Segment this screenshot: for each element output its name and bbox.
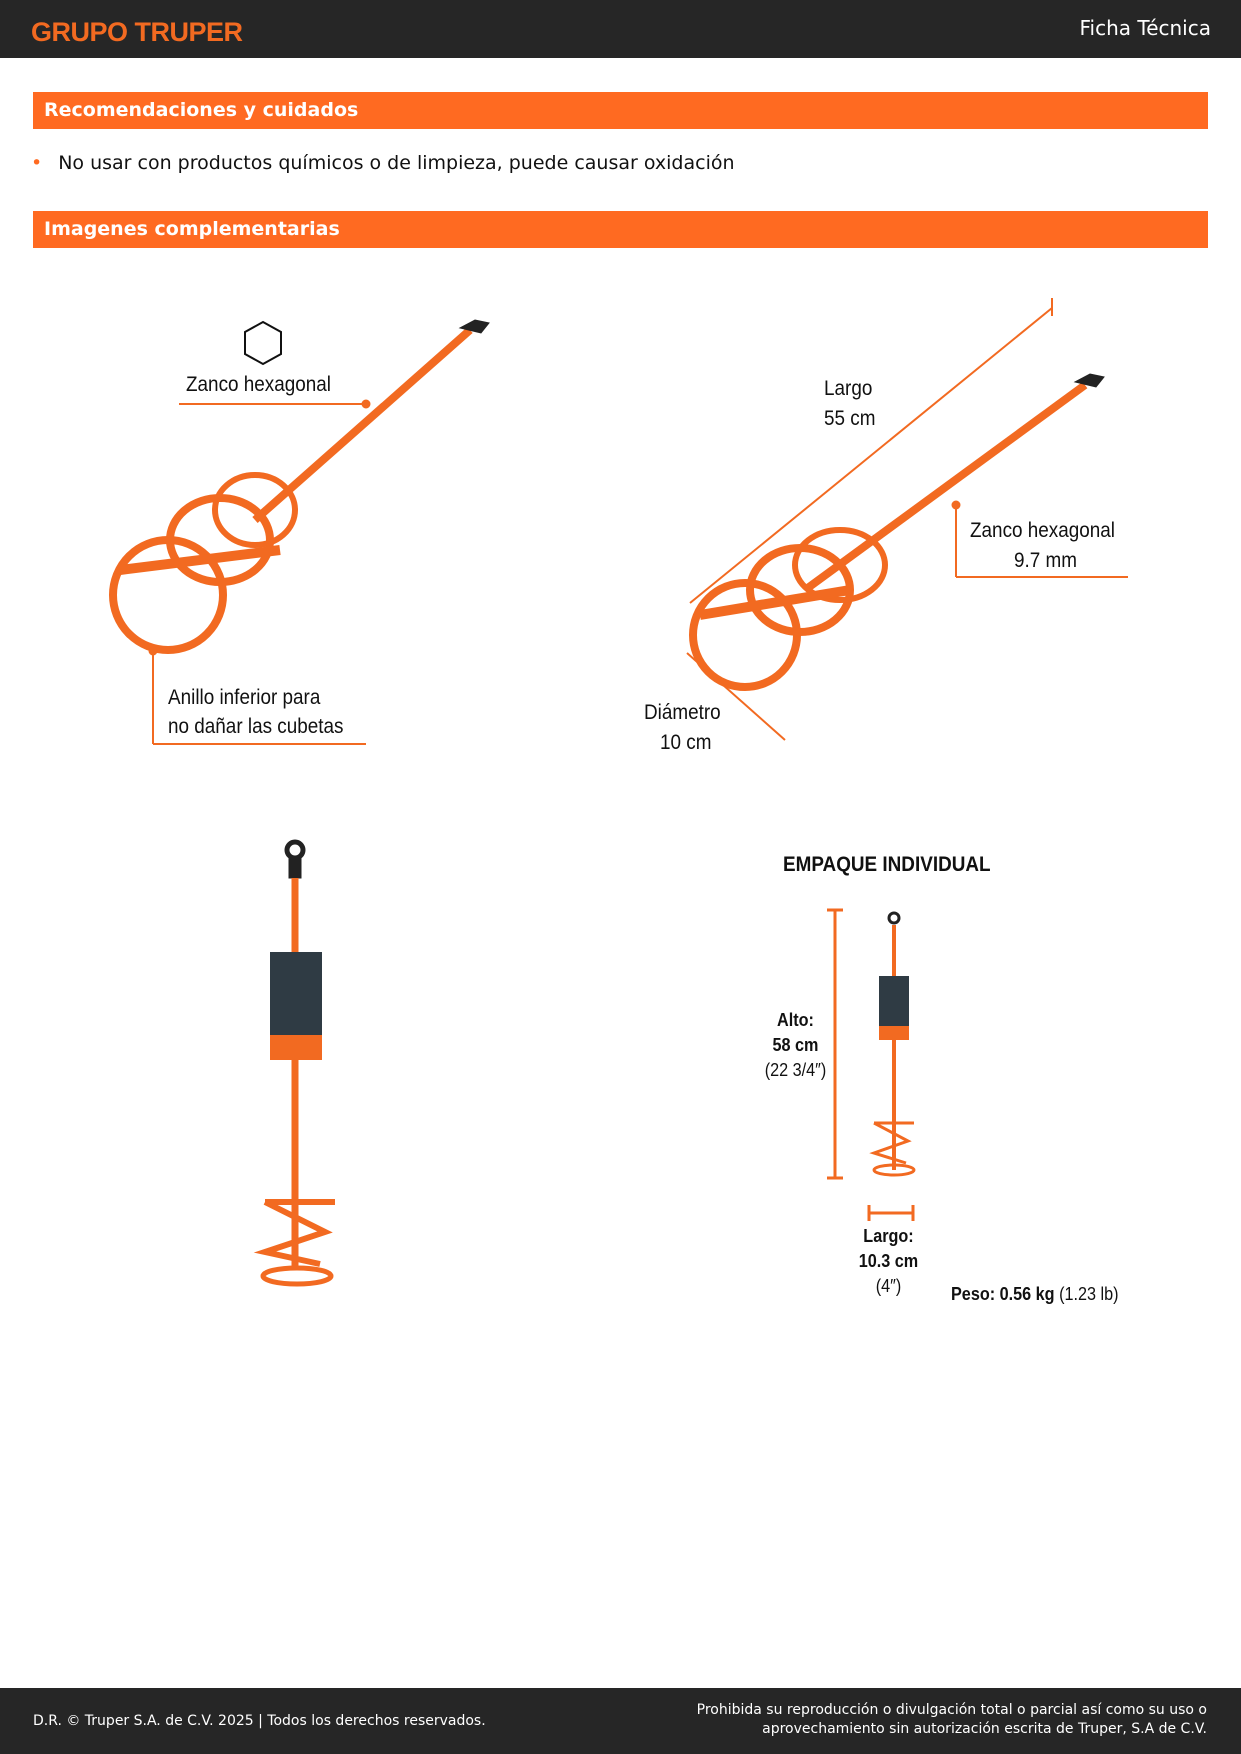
weight-kg: 0.56 kg bbox=[999, 1284, 1055, 1304]
mixer-image-annotated bbox=[109, 319, 490, 745]
copyright: D.R. © Truper S.A. de C.V. 2025 | Todos … bbox=[33, 1713, 486, 1729]
packaging-title: EMPAQUE INDIVIDUAL bbox=[783, 853, 991, 876]
weight-label: Peso: bbox=[951, 1284, 996, 1304]
mixer-image-dimensions bbox=[686, 298, 1128, 741]
length-label-text: Largo: bbox=[863, 1226, 914, 1246]
hexagon-icon bbox=[244, 320, 282, 366]
legal-line-1: Prohibida su reproducción o divulgación … bbox=[696, 1702, 1207, 1718]
shank-value: 9.7 mm bbox=[1014, 549, 1078, 572]
brand-logo: GRUPO TRUPER bbox=[31, 17, 243, 47]
list-item: •No usar con productos químicos o de lim… bbox=[31, 152, 735, 174]
height-cm: 58 cm bbox=[772, 1035, 819, 1055]
length-cm: 10.3 cm bbox=[858, 1251, 919, 1271]
diameter-label: Diámetro bbox=[644, 701, 721, 724]
package-dimensions-image bbox=[827, 908, 916, 1221]
document-title: Ficha Técnica bbox=[1079, 16, 1212, 40]
bullet-icon: • bbox=[31, 152, 43, 174]
length-value: 55 cm bbox=[824, 407, 876, 430]
length-in: (4″) bbox=[875, 1276, 902, 1296]
shank-label-2: Zanco hexagonal bbox=[970, 519, 1116, 542]
height-label: Alto: 58 cm (22 3/4″) bbox=[755, 1008, 836, 1083]
section-header-images: Imagenes complementarias bbox=[33, 211, 1208, 248]
header: GRUPO TRUPER Ficha Técnica bbox=[0, 0, 1241, 58]
section-header-recommendations: Recomendaciones y cuidados bbox=[33, 92, 1208, 129]
ring-label-line2: no dañar las cubetas bbox=[168, 715, 344, 738]
length-package-label: Largo: 10.3 cm (4″) bbox=[848, 1224, 929, 1299]
packaged-mixer-image bbox=[253, 839, 335, 1287]
ring-label-line1: Anillo inferior para bbox=[168, 686, 321, 709]
diameter-value: 10 cm bbox=[660, 731, 712, 754]
height-label-text: Alto: bbox=[777, 1010, 814, 1030]
legal-line-2: aprovechamiento sin autorización escrita… bbox=[762, 1721, 1207, 1737]
height-in: (22 3/4″) bbox=[764, 1060, 827, 1080]
weight-lb: (1.23 lb) bbox=[1059, 1284, 1119, 1304]
weight: Peso: 0.56 kg (1.23 lb) bbox=[951, 1280, 1119, 1309]
legal-notice: Prohibida su reproducción o divulgación … bbox=[697, 1701, 1207, 1739]
shank-label: Zanco hexagonal bbox=[186, 373, 332, 396]
length-label: Largo bbox=[824, 377, 873, 400]
footer: D.R. © Truper S.A. de C.V. 2025 | Todos … bbox=[0, 1688, 1241, 1754]
